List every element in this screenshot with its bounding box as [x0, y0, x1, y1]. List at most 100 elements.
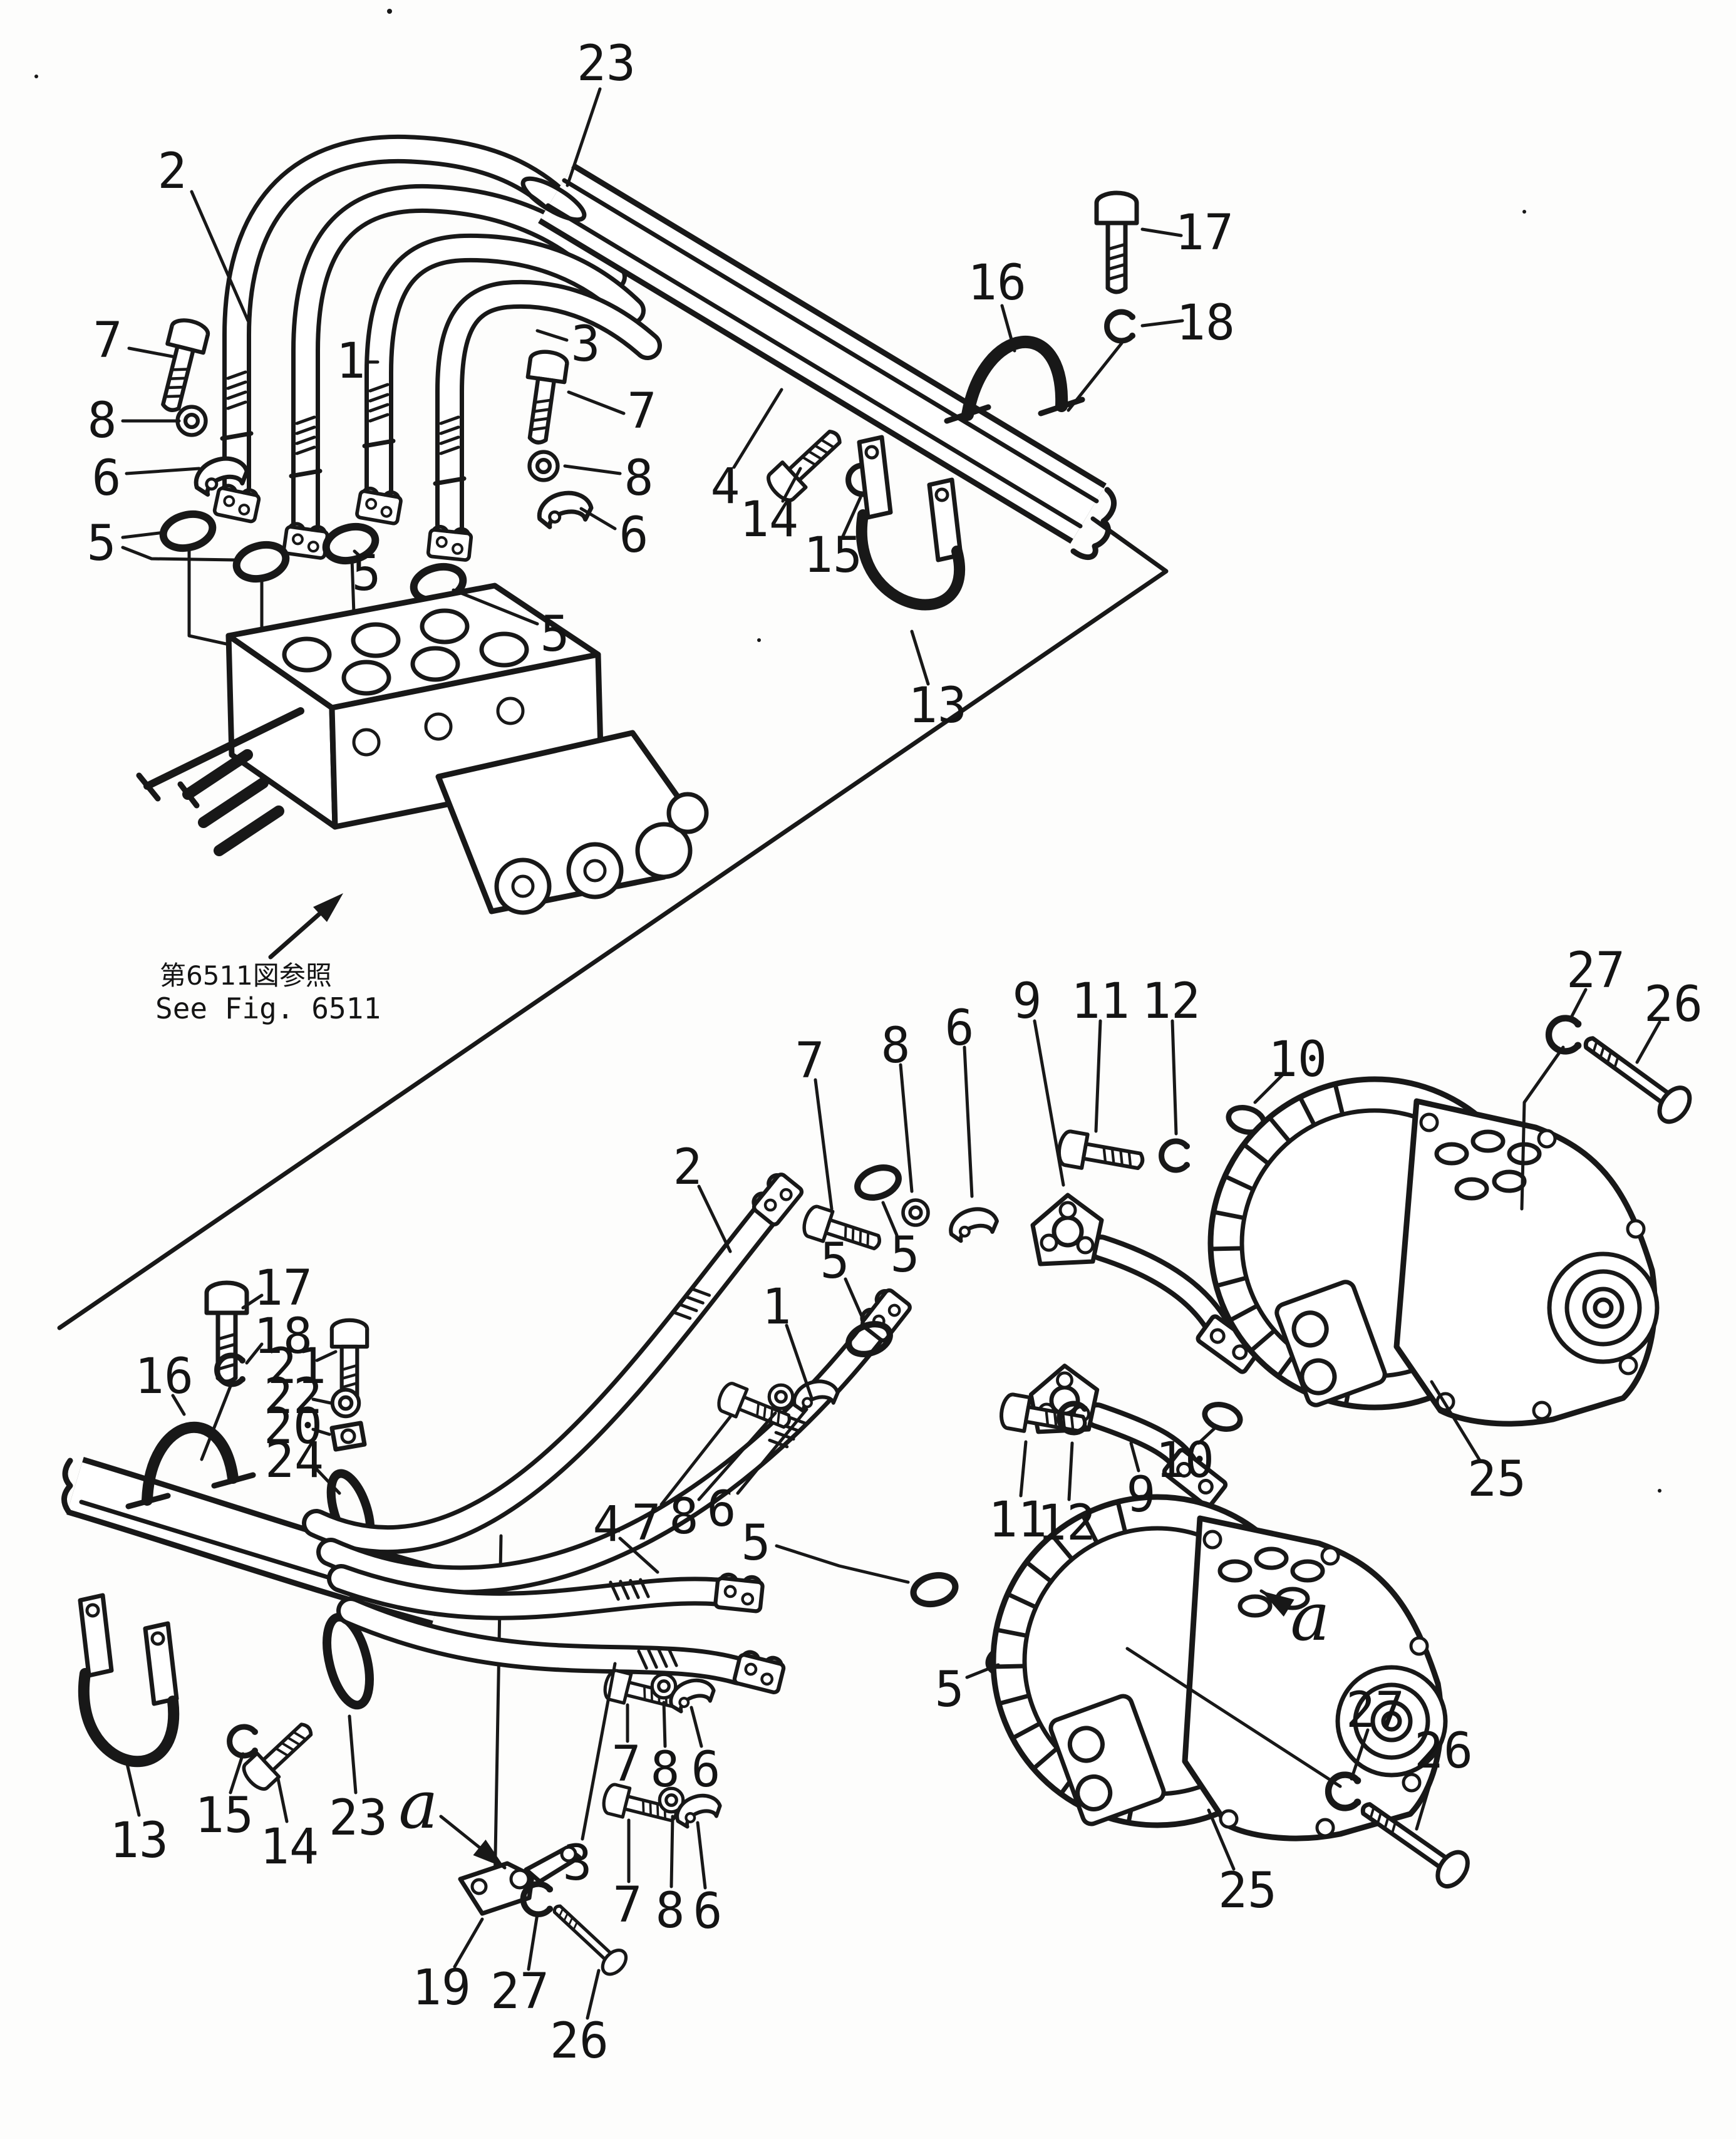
leader-line-6 — [690, 1706, 703, 1748]
hose-fitting — [428, 526, 472, 560]
callout-16-16: 16 — [968, 255, 1026, 311]
leader-line-16 — [171, 1394, 186, 1416]
leader-line-5 — [353, 549, 363, 559]
note-japanese: 第6511図参照 — [160, 960, 332, 991]
leader-line-10 — [1197, 1425, 1218, 1445]
leader-line-23 — [566, 87, 602, 187]
leader-line-14 — [276, 1777, 289, 1823]
callout-3-6: 3 — [571, 316, 601, 373]
o-ring-5 — [911, 1571, 959, 1608]
callout-3-49: 3 — [563, 1835, 592, 1892]
leader-line-3 — [581, 1662, 617, 1841]
leader-line-6 — [125, 467, 201, 475]
leader-line-7 — [567, 390, 626, 415]
callout-11-24: 11 — [1071, 973, 1130, 1030]
callout-5-32: 5 — [891, 1227, 920, 1283]
leader-line-5 — [881, 1201, 899, 1237]
hose-fitting — [284, 522, 329, 558]
callout-17-34: 17 — [254, 1260, 313, 1317]
note-arrowhead — [313, 893, 343, 922]
leader-line-4 — [732, 388, 783, 469]
leader-line-11 — [1019, 1440, 1028, 1498]
callout-13-19: 13 — [908, 678, 967, 734]
motor-port-plate — [1048, 1694, 1166, 1826]
leader-line-18 — [245, 1342, 264, 1365]
elbow-flange-9 — [1033, 1195, 1102, 1264]
callout-19-46: 19 — [412, 1960, 471, 2016]
bolt-26 — [1576, 1026, 1695, 1127]
leader-line-20 — [311, 1427, 331, 1436]
travel-motor-25-upper — [1207, 1018, 1696, 1427]
leader-line-19 — [453, 1917, 484, 1969]
leader-line-15 — [229, 1752, 245, 1795]
leader-line-7 — [659, 1415, 732, 1506]
callout-5-60: 5 — [741, 1515, 771, 1572]
clamp-band-16 — [142, 1421, 239, 1506]
leader-line-4 — [618, 1536, 659, 1574]
callout-1-5: 1 — [336, 333, 366, 390]
callout-6-59: 6 — [707, 1481, 736, 1538]
callout-12-25: 12 — [1142, 973, 1201, 1030]
callout-21-37: 21 — [267, 1339, 326, 1395]
leader-line-2 — [697, 1184, 732, 1253]
leader-line-16 — [1000, 304, 1016, 353]
callout-23-44: 23 — [329, 1790, 388, 1846]
hose-fitting — [715, 1573, 763, 1612]
bolt-11 — [1057, 1130, 1145, 1178]
callout-14-43: 14 — [260, 1819, 319, 1875]
leader-line-15 — [841, 495, 862, 538]
leader-line-10 — [1253, 1073, 1284, 1104]
bolt-17 — [207, 1283, 247, 1382]
leader-line-13 — [125, 1759, 141, 1817]
callout-18-18: 18 — [1176, 295, 1235, 351]
callout-10-26: 10 — [1268, 1032, 1327, 1088]
leader-line-24 — [313, 1465, 341, 1495]
callout-6-55: 6 — [691, 1742, 721, 1798]
elbow-foot-9 — [1162, 1448, 1228, 1509]
arrowhead-a — [473, 1839, 505, 1868]
callout-7-57: 7 — [632, 1495, 661, 1551]
callout-22-38: 22 — [264, 1369, 323, 1425]
callout-1-30: 1 — [762, 1279, 792, 1335]
leader-line-21 — [315, 1350, 338, 1362]
callout-15-15: 15 — [803, 527, 862, 584]
callout-6-22: 6 — [945, 1000, 974, 1057]
snap-ring-27 — [1549, 1018, 1581, 1052]
leader-line-26 — [1635, 1020, 1661, 1064]
leader-line-5 — [121, 531, 166, 539]
hose-band-23 — [323, 1612, 374, 1710]
control-valve — [136, 583, 709, 915]
washer-8 — [769, 1385, 793, 1409]
callout-8-54: 8 — [651, 1742, 680, 1798]
clamp-13 — [78, 1593, 180, 1768]
leader-line-14 — [781, 467, 802, 503]
leader-line-3 — [535, 329, 569, 342]
callout-4-56: 4 — [593, 1496, 623, 1553]
figure-note: 第6511図参照 See Fig. 6511 — [155, 893, 381, 1025]
bolt-7 — [519, 350, 569, 445]
leader-line-23 — [348, 1714, 358, 1795]
leader-line-6 — [736, 1407, 809, 1495]
hose-ferrule-line — [362, 438, 396, 448]
leader-line-25 — [1430, 1380, 1481, 1461]
clamp-half-6 — [946, 1204, 1000, 1243]
hose-ferrule-line — [433, 476, 467, 486]
leader-line-6 — [963, 1045, 974, 1198]
leader-line-8 — [563, 464, 622, 475]
leader-line-6 — [579, 507, 617, 531]
callout-10-63: 10 — [1155, 1432, 1214, 1489]
leader-line-27 — [1350, 1728, 1370, 1781]
hose-ferrule-line — [289, 469, 323, 479]
hose-fitting — [733, 1650, 785, 1693]
washer-8 — [903, 1200, 928, 1225]
callout-11-64: 11 — [988, 1492, 1047, 1548]
hose-fitting — [214, 484, 260, 522]
leader-line-9 — [1033, 1019, 1065, 1187]
leader-line-27 — [527, 1912, 539, 1971]
callout-15-42: 15 — [195, 1788, 254, 1844]
motor-port-plate — [1274, 1280, 1387, 1407]
callout-a-66: a — [1290, 1578, 1330, 1655]
leader-line-7 — [814, 1078, 834, 1211]
travel-motor-25-lower — [990, 1494, 1474, 1892]
